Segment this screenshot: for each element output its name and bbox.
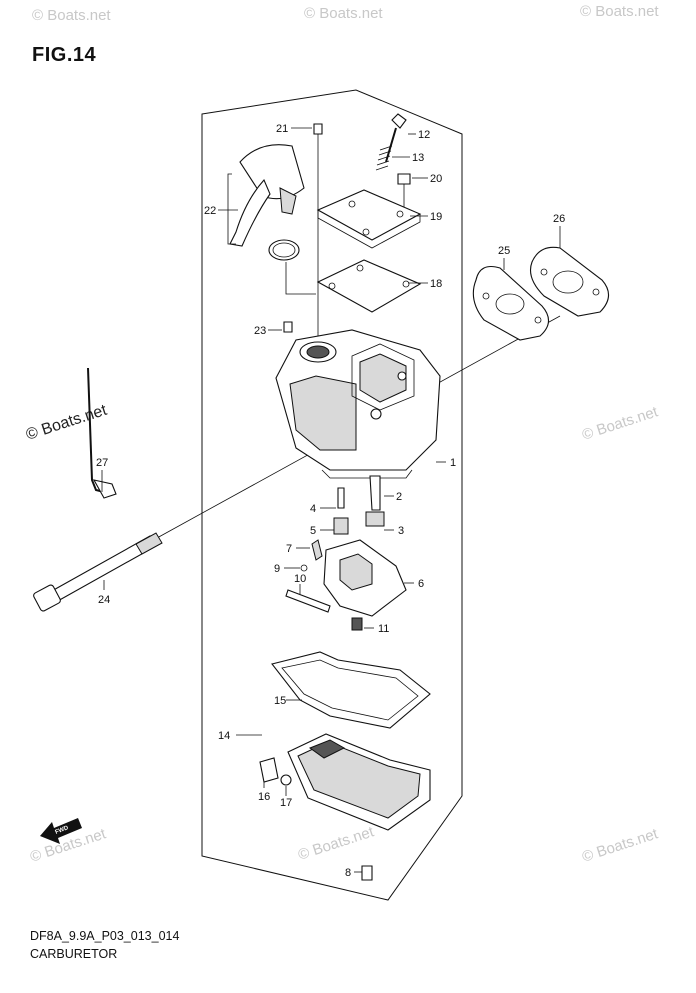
callout-19: 19: [430, 211, 442, 223]
carburetor-body: [275, 329, 441, 479]
callout-11: 11: [378, 623, 389, 635]
callout-12: 12: [418, 129, 430, 141]
callout-1: 1: [450, 457, 456, 469]
callout-14: 14: [218, 730, 230, 742]
float-assembly: [285, 539, 407, 631]
callout-23: 23: [254, 325, 266, 337]
cover-plates: [316, 189, 422, 313]
callout-5: 5: [310, 525, 316, 537]
watermark: © Boats.net: [580, 825, 661, 866]
callout-24: 24: [98, 594, 110, 606]
callout-8: 8: [345, 867, 351, 879]
callout-25: 25: [498, 245, 510, 257]
callout-13: 13: [412, 152, 424, 164]
float-bowl-group: [259, 651, 431, 881]
screw-23: [283, 321, 293, 333]
watermark-dark: © Boats.net: [24, 402, 110, 444]
callout-16: 16: [258, 791, 270, 803]
callout-7: 7: [286, 543, 292, 555]
callout-15: 15: [274, 695, 286, 707]
callout-3: 3: [398, 525, 404, 537]
callout-20: 20: [430, 173, 442, 185]
watermark: © Boats.net: [580, 403, 661, 444]
idle-screw: [375, 113, 411, 212]
watermark: © Boats.net: [32, 7, 111, 24]
callout-27: 27: [96, 457, 108, 469]
watermark: © Boats.net: [304, 5, 383, 22]
leader-lines: [101, 127, 561, 873]
fwd-label: FWD: [55, 825, 71, 836]
fwd-arrow-icon: FWD: [40, 818, 82, 844]
intake-gaskets: [472, 246, 610, 341]
assembly-boundary: [201, 89, 463, 901]
callouts: 1 2 3 4 5 6 7 8 9 10 11 12 13 14 15 16 1…: [96, 123, 565, 879]
callout-26: 26: [553, 213, 565, 225]
choke-rod: [87, 367, 117, 499]
watermark: © Boats.net: [580, 3, 659, 20]
callout-2: 2: [396, 491, 402, 503]
callout-10: 10: [294, 573, 306, 585]
callout-6: 6: [418, 578, 424, 590]
diagram-code: DF8A_9.9A_P03_013_014: [30, 929, 180, 943]
figure-title: FIG.14: [32, 44, 97, 66]
callout-21: 21: [276, 123, 288, 135]
callout-18: 18: [430, 278, 442, 290]
diagram-name: CARBURETOR: [30, 947, 118, 961]
through-bolt: [33, 315, 561, 612]
jets: [333, 475, 385, 535]
callout-17: 17: [280, 797, 292, 809]
callout-22: 22: [204, 205, 216, 217]
callout-9: 9: [274, 563, 280, 575]
callout-4: 4: [310, 503, 316, 515]
watermark: © Boats.net: [296, 823, 377, 864]
upper-parts: [229, 123, 323, 346]
